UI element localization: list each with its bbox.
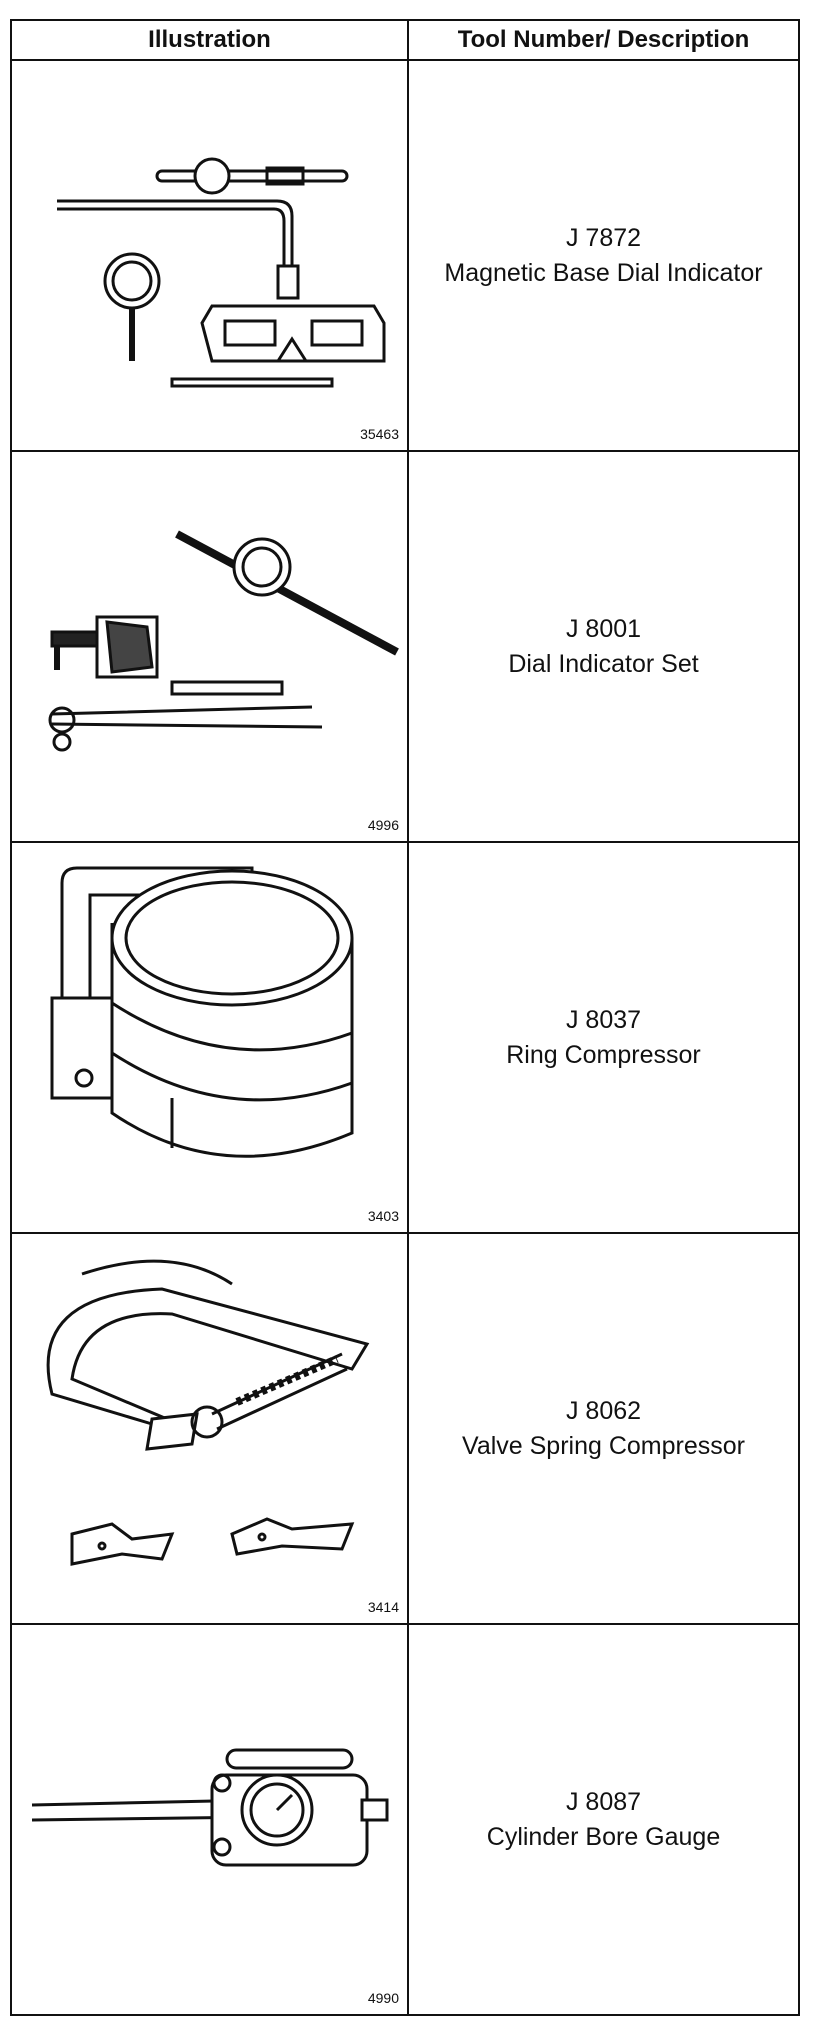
table-row: 4996 J 8001 Dial Indicator Set [10, 450, 800, 843]
tool-description: Valve Spring Compressor [462, 1431, 745, 1460]
description-cell: J 8087 Cylinder Bore Gauge [407, 1623, 800, 2016]
figure-number: 3414 [367, 1599, 399, 1615]
header-illustration: Illustration [10, 19, 409, 61]
ring-compressor-icon [50, 866, 354, 1158]
figure-number: 35463 [360, 426, 399, 442]
illustration-cell: 4990 [10, 1623, 409, 2016]
table-row: 3414 J 8062 Valve Spring Compressor [10, 1232, 800, 1625]
tool-number: J 8001 [565, 614, 642, 643]
dial-indicator-set-icon [48, 530, 399, 752]
description-cell: J 8001 Dial Indicator Set [407, 450, 800, 843]
description-cell: J 8037 Ring Compressor [407, 841, 800, 1234]
tool-description: Ring Compressor [506, 1040, 701, 1069]
illustration-cell: 35463 [10, 59, 409, 452]
illustration-cell: 3414 [10, 1232, 409, 1625]
table-row: 4990 J 8087 Cylinder Bore Gauge [10, 1623, 800, 2016]
tool-table: Illustration Tool Number/ Description [10, 19, 800, 2016]
tool-number: J 8087 [565, 1787, 642, 1816]
description-cell: J 7872 Magnetic Base Dial Indicator [407, 59, 800, 452]
figure-number: 4996 [367, 817, 399, 833]
illustration-cell: 3403 [10, 841, 409, 1234]
tool-number: J 7872 [565, 223, 642, 252]
magnetic-base-dial-indicator-icon [57, 157, 386, 388]
description-cell: J 8062 Valve Spring Compressor [407, 1232, 800, 1625]
tool-number: J 8062 [565, 1396, 642, 1425]
table-row: 35463 J 7872 Magnetic Base Dial Indicato… [10, 59, 800, 452]
figure-number: 4990 [367, 1990, 399, 2006]
header-row: Illustration Tool Number/ Description [10, 19, 800, 61]
table-row: 3403 J 8037 Ring Compressor [10, 841, 800, 1234]
tool-description: Cylinder Bore Gauge [486, 1822, 721, 1851]
cylinder-bore-gauge-icon [31, 1748, 389, 1867]
header-description: Tool Number/ Description [407, 19, 800, 61]
tool-description: Dial Indicator Set [508, 649, 699, 678]
tool-number: J 8037 [565, 1005, 642, 1034]
figure-number: 3403 [367, 1208, 399, 1224]
illustration-cell: 4996 [10, 450, 409, 843]
tool-description: Magnetic Base Dial Indicator [444, 258, 763, 287]
valve-spring-compressor-icon [46, 1259, 370, 1566]
